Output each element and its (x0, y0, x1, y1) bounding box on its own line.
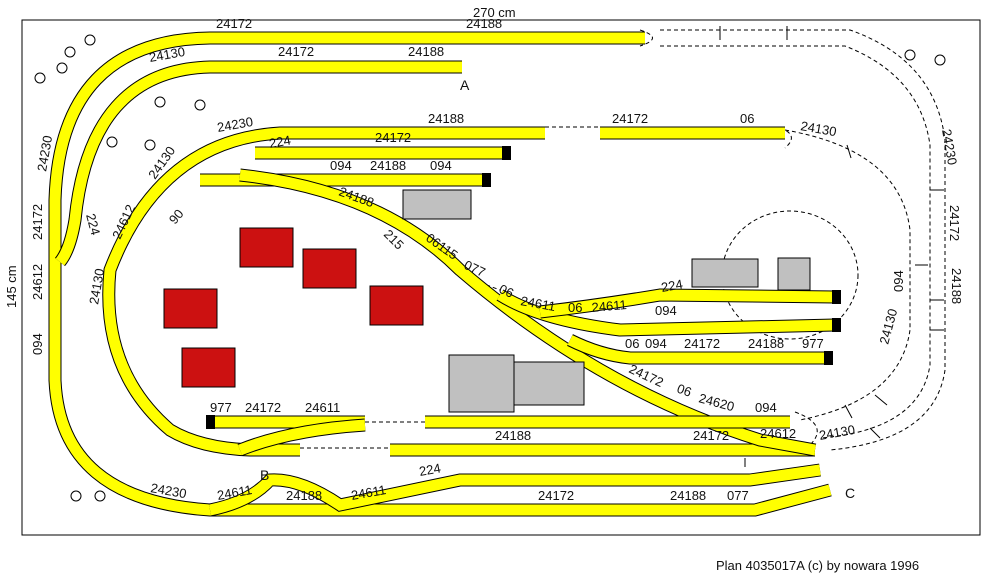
track-label: 24611 (350, 482, 387, 503)
track-label: 06 (740, 111, 754, 126)
factory-hall (513, 361, 585, 406)
track-label: 06 (625, 336, 639, 351)
buffer-stop (824, 351, 833, 365)
track-label: 06 (675, 381, 694, 400)
width-dimension-label: 270 cm (473, 5, 516, 20)
track-labels: 24172 24188 24130 24172 24188 24230 2418… (30, 16, 964, 503)
buffer-stop (832, 318, 841, 332)
track-label: 24130 (148, 44, 186, 65)
track-label: 24188 (949, 268, 964, 304)
track-label: 24172 (278, 44, 314, 59)
track-label: 24188 (408, 44, 444, 59)
letter-a: A (460, 77, 470, 93)
track-label: 24611 (591, 297, 627, 315)
track-label: 24612 (30, 264, 45, 300)
red-house (239, 227, 294, 268)
track-label: 224 (418, 460, 442, 479)
tree-icon (904, 49, 916, 61)
track-label: 06 (497, 281, 516, 301)
track-label: 977 (802, 336, 824, 351)
tree-icon (94, 490, 106, 502)
track-label: 094 (30, 333, 45, 355)
track-label: 24188 (748, 336, 784, 351)
track-label: 24130 (818, 422, 856, 443)
buffer-stop (482, 173, 491, 187)
track-label: 24611 (216, 482, 253, 503)
red-house (369, 285, 424, 326)
track-label: 094 (755, 400, 777, 415)
track-label: 24611 (305, 400, 340, 415)
tree-icon (194, 99, 206, 111)
track-label: 24172 (947, 205, 962, 241)
tree-icon (106, 136, 118, 148)
trees (34, 34, 946, 502)
tree-icon (64, 46, 76, 58)
track-label: 06 (568, 300, 582, 315)
tree-icon (70, 490, 82, 502)
buffer-stop (832, 290, 841, 304)
track-label: 24188 (428, 111, 464, 126)
track-label: 094 (430, 158, 452, 173)
track-label: 24172 (612, 111, 648, 126)
height-dimension-label: 145 cm (4, 265, 19, 308)
crane (777, 257, 811, 291)
houses (163, 227, 424, 388)
track-label: 24188 (466, 16, 502, 31)
red-house (302, 248, 357, 289)
track-label: 224 (660, 276, 684, 295)
track-label: 094 (330, 158, 352, 173)
tree-icon (144, 139, 156, 151)
tree-icon (154, 96, 166, 108)
tree-icon (84, 34, 96, 46)
visible-track (48, 31, 836, 517)
track-label: 224 (83, 212, 103, 237)
track-label: 977 (210, 400, 232, 415)
red-house (181, 347, 236, 388)
track-label: 24188 (370, 158, 406, 173)
track-label: 24611 (519, 293, 556, 314)
track-label: 24172 (216, 16, 252, 31)
track-label: 077 (727, 488, 749, 503)
letter-b: B (260, 467, 269, 483)
tree-icon (934, 54, 946, 66)
buffer-stop (502, 146, 511, 160)
track-label: 094 (655, 303, 677, 318)
letter-c: C (845, 485, 855, 501)
tree-icon (56, 62, 68, 74)
buffer-stops (206, 146, 841, 429)
factory-building (448, 354, 515, 413)
track-label: 24230 (216, 114, 254, 135)
track-label: 24172 (684, 336, 720, 351)
track-label: 24130 (799, 118, 837, 139)
track-label: 24188 (670, 488, 706, 503)
tree-icon (34, 72, 46, 84)
track-label: 24188 (495, 428, 531, 443)
red-house (163, 288, 218, 329)
track-label: 24172 (693, 428, 729, 443)
track-label: 224 (268, 132, 292, 151)
buildings (402, 189, 811, 413)
track-label: 24172 (375, 130, 411, 145)
track-label: 24230 (34, 134, 55, 172)
buffer-stop (206, 415, 215, 429)
track-label: 24172 (30, 204, 45, 240)
track-label: 24130 (86, 267, 107, 305)
track-label: 24172 (538, 488, 574, 503)
station-building (402, 189, 472, 220)
track-label: 094 (645, 336, 667, 351)
goods-shed (691, 258, 759, 288)
track-label: 24612 (760, 426, 796, 441)
track-label: 24230 (939, 128, 960, 166)
track-label: 24230 (149, 480, 187, 501)
track-label: 24172 (245, 400, 281, 415)
track-label: 24188 (286, 488, 322, 503)
baseboard (21, 19, 981, 536)
plan-caption: Plan 4035017A (c) by nowara 1996 (716, 558, 919, 573)
track-label: 094 (891, 270, 906, 292)
